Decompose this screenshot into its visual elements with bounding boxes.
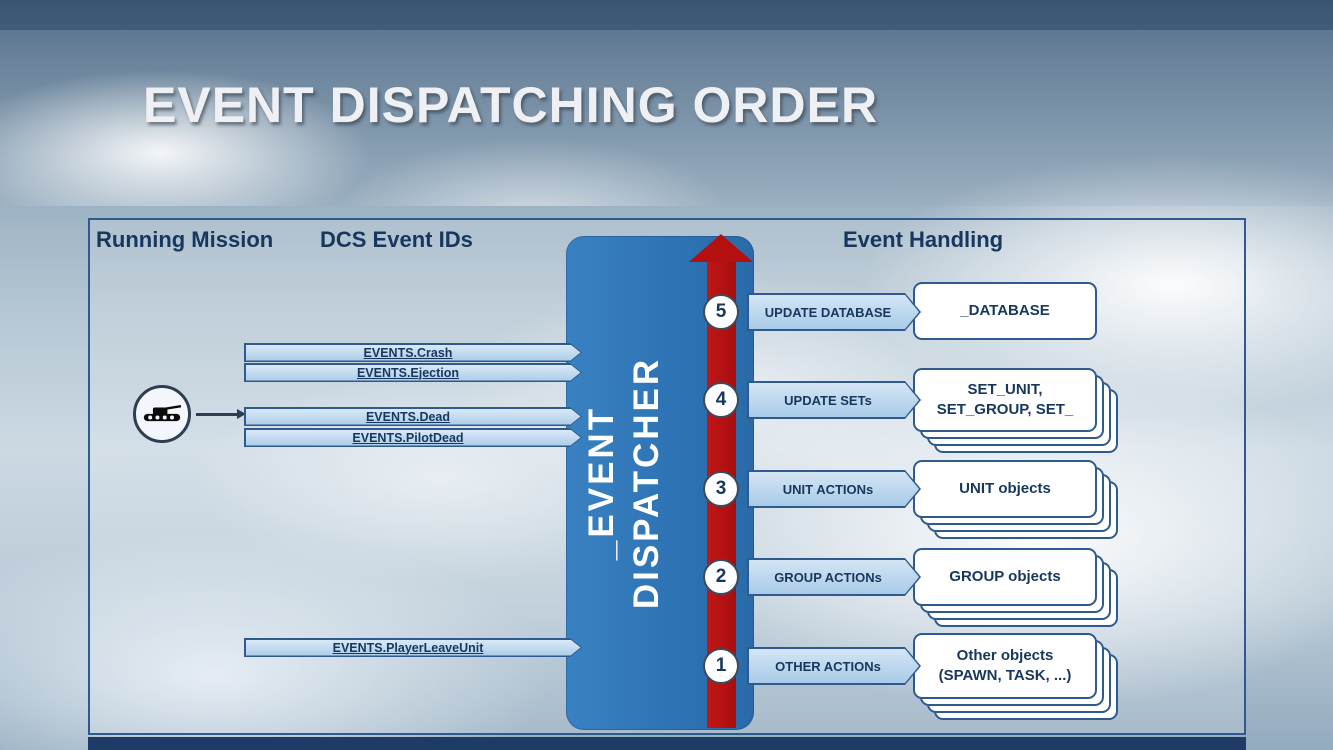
- action-label: GROUP ACTIONs: [774, 569, 882, 585]
- target-box-other-objects: Other objects (SPAWN, TASK, ...): [913, 633, 1097, 699]
- event-label: EVENTS.PlayerLeaveUnit: [332, 640, 484, 655]
- action-label: UPDATE SETs: [784, 392, 872, 408]
- event-label: EVENTS.Ejection: [356, 365, 460, 380]
- title-band: [0, 30, 1333, 206]
- step-number-badge-5: 5: [703, 294, 739, 330]
- event-arrow-playerleaveunit: EVENTS.PlayerLeaveUnit: [244, 638, 582, 657]
- tank-icon: [142, 399, 182, 430]
- step-number-badge-4: 4: [703, 382, 739, 418]
- unit-event-connector-arrowhead: [237, 409, 246, 419]
- event-label: EVENTS.Crash: [363, 345, 453, 360]
- step-number: 2: [715, 566, 727, 587]
- event-label: EVENTS.PilotDead: [352, 430, 464, 445]
- action-label: UNIT ACTIONs: [782, 481, 874, 497]
- dispatch-order-arrow-head: [689, 234, 753, 262]
- unit-badge: [133, 385, 191, 443]
- step-number-badge-2: 2: [703, 559, 739, 595]
- action-arrow-update-database: UPDATE DATABASE: [747, 293, 921, 331]
- target-box-database: _DATABASE: [913, 282, 1097, 340]
- step-number: 4: [715, 389, 727, 410]
- event-arrow-pilotdead: EVENTS.PilotDead: [244, 428, 582, 447]
- step-number-badge-3: 3: [703, 471, 739, 507]
- target-box-unit-objects: UNIT objects: [913, 460, 1097, 518]
- step-number: 3: [715, 478, 727, 499]
- action-arrow-update-sets: UPDATE SETs: [747, 381, 921, 419]
- unit-event-connector: [196, 413, 238, 416]
- target-box-group-objects: GROUP objects: [913, 548, 1097, 606]
- action-arrow-group-actions: GROUP ACTIONs: [747, 558, 921, 596]
- target-box-sets: SET_UNIT, SET_GROUP, SET_: [913, 368, 1097, 432]
- event-arrow-crash: EVENTS.Crash: [244, 343, 582, 362]
- page-title: EVENT DISPATCHING ORDER: [143, 77, 879, 133]
- footer-bar: [88, 737, 1246, 750]
- header-event-handling: Event Handling: [843, 227, 1004, 252]
- event-arrow-ejection: EVENTS.Ejection: [244, 363, 582, 382]
- header-dcs-event-ids: DCS Event IDs: [320, 227, 473, 252]
- action-arrow-unit-actions: UNIT ACTIONs: [747, 470, 921, 508]
- step-number-badge-1: 1: [703, 648, 739, 684]
- action-label: OTHER ACTIONs: [775, 658, 881, 674]
- step-number: 1: [715, 655, 727, 676]
- action-arrow-other-actions: OTHER ACTIONs: [747, 647, 921, 685]
- header-running-mission: Running Mission: [96, 227, 274, 252]
- action-label: UPDATE DATABASE: [764, 304, 892, 320]
- event-label: EVENTS.Dead: [365, 409, 451, 424]
- event-dispatcher-label: _EVENT DISPATCHER: [582, 356, 666, 610]
- event-arrow-dead: EVENTS.Dead: [244, 407, 582, 426]
- step-number: 5: [715, 301, 727, 322]
- top-sky-strip: [0, 0, 1333, 30]
